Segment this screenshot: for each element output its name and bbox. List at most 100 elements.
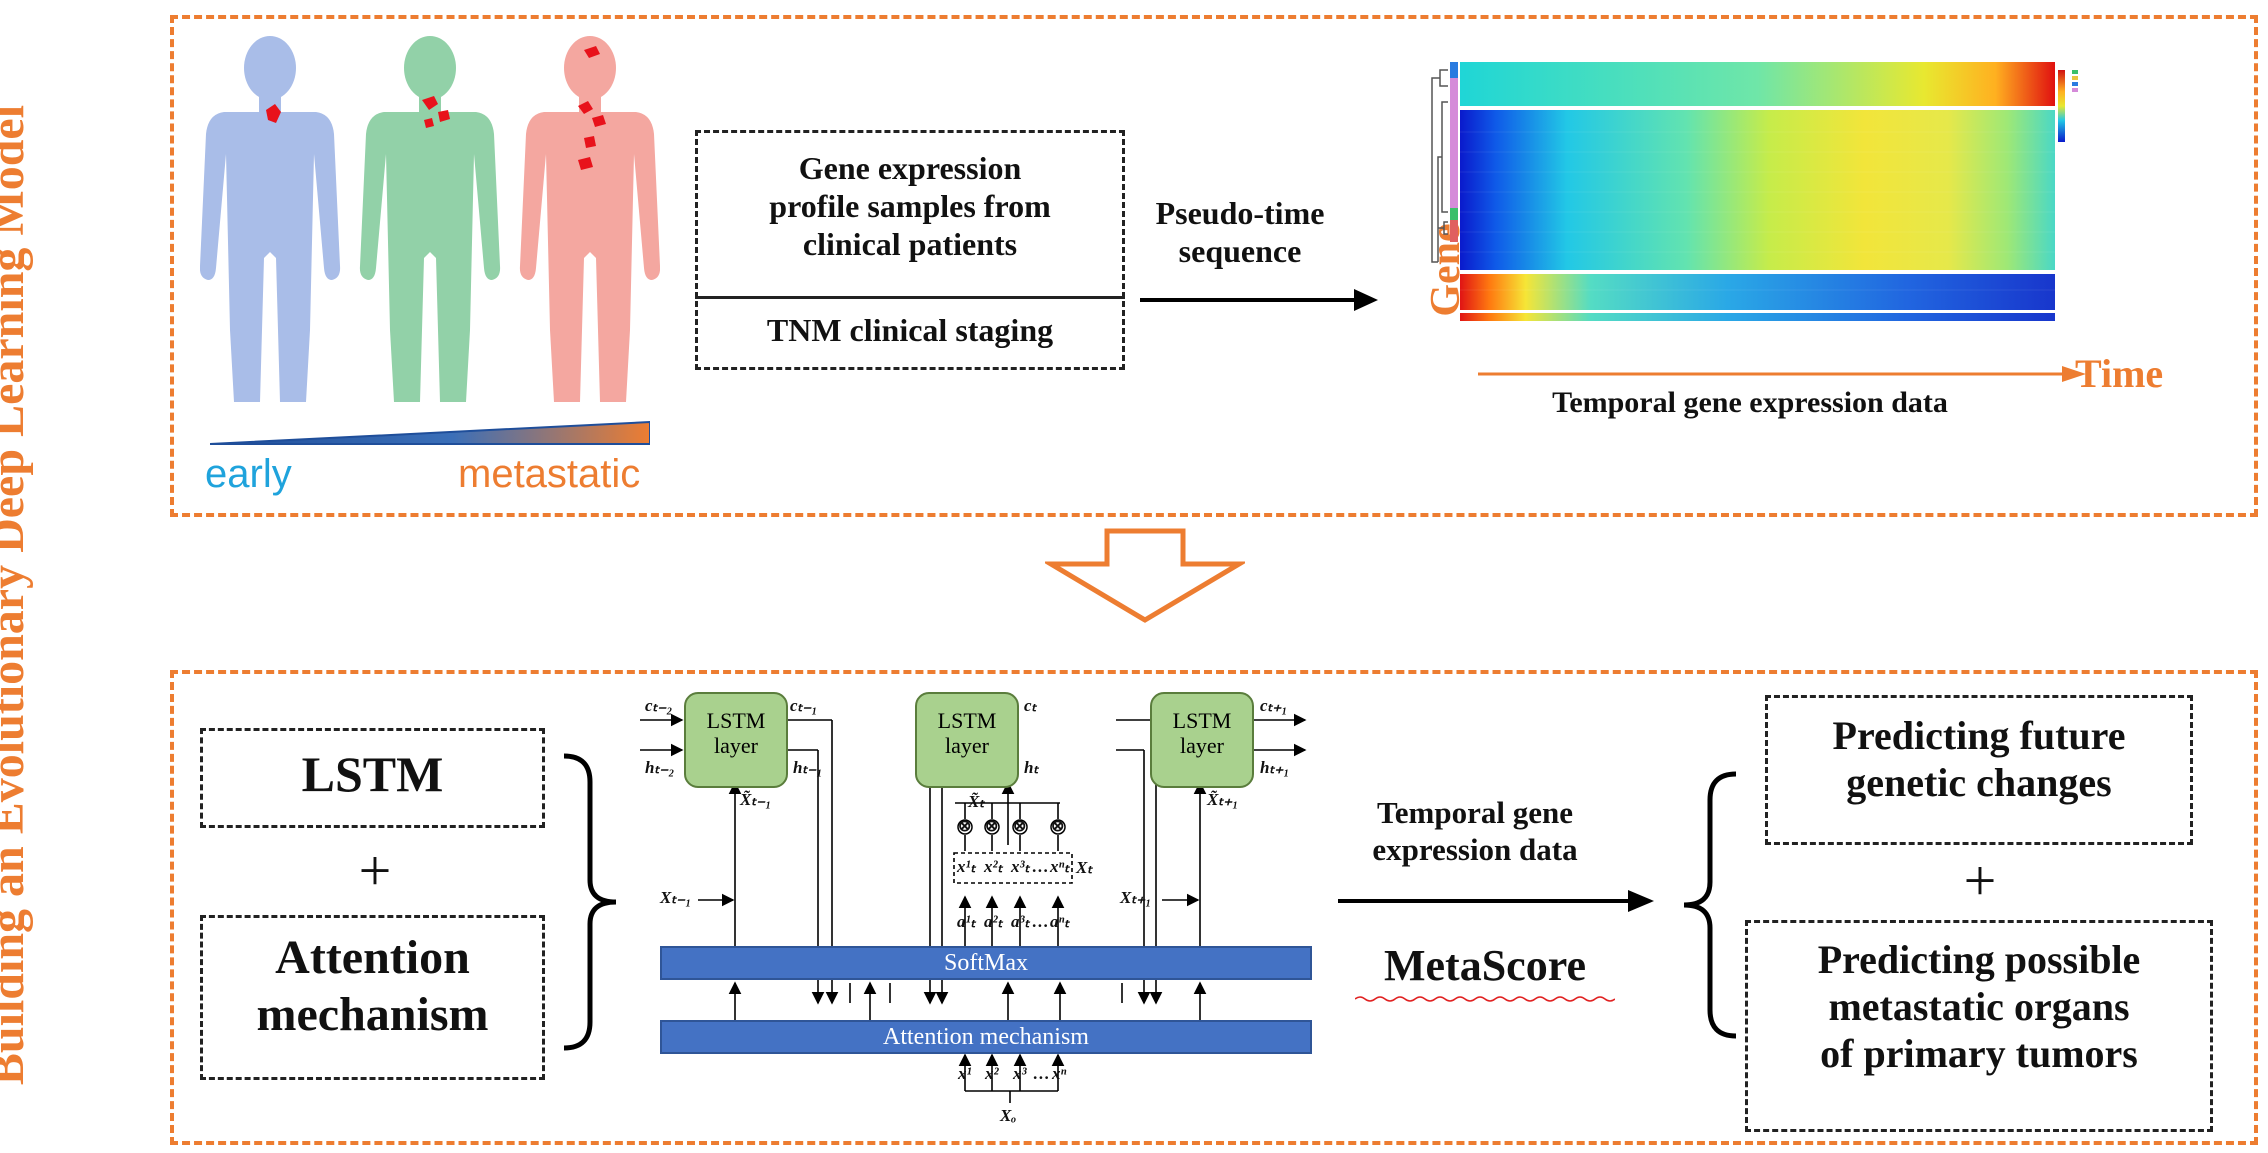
label-h-t-1: hₜ₋₁ <box>793 758 823 777</box>
label-x1-t: x¹ₜ <box>957 857 976 876</box>
pseudo-time-label: Pseudo-time sequence <box>1130 195 1350 271</box>
label-X-t-1: Xₜ₋₁ <box>660 888 692 907</box>
predict-future-line-2: genetic changes <box>1846 760 2112 806</box>
temporal-arrow <box>1338 890 1654 912</box>
label-xtilde-t+1: X̃ₜ₊₁ <box>1207 790 1239 809</box>
heatmap <box>1431 62 2078 321</box>
temporal-label: Temporal gene expression data <box>1330 795 1620 868</box>
sample-box-divider <box>695 296 1125 299</box>
vertical-title: Building an Evolutionary Deep Learning M… <box>0 104 34 1086</box>
plus-sign-left: + <box>358 838 392 903</box>
label-an-t: aⁿₜ <box>1050 912 1070 931</box>
lstm-cell-2-line-1: LSTM <box>937 708 997 733</box>
otimes-3: ⊗ <box>1013 818 1027 835</box>
label-a1-t: a¹ₜ <box>957 912 976 931</box>
tumor-marks <box>266 46 606 170</box>
stage-label-early: early <box>205 452 292 496</box>
pseudo-line-1: Pseudo-time <box>1155 195 1325 231</box>
attention-line-1: Attention <box>275 931 470 984</box>
body-metastatic <box>519 36 660 402</box>
time-arrow <box>1478 366 2086 382</box>
label-c-t: cₜ <box>1024 696 1037 715</box>
body-mid <box>359 36 501 402</box>
predict-future-text: Predicting future genetic changes <box>1765 712 2193 806</box>
label-X-o: Xₒ <box>1000 1106 1017 1125</box>
staging-text: TNM clinical staging <box>766 312 1054 348</box>
lstm-box <box>200 728 545 828</box>
pseudo-line-2: sequence <box>1178 232 1302 269</box>
heatmap-colorbar <box>2058 70 2065 142</box>
label-input-x1: x¹ <box>958 1064 972 1083</box>
heatmap-dendrogram <box>1431 69 1448 263</box>
attention-box-text: Attention mechanism <box>200 930 545 1043</box>
lstm-cell-t-1: LSTM layer <box>684 692 788 788</box>
otimes-1: ⊗ <box>958 818 972 835</box>
progression-wedge <box>210 420 650 445</box>
label-input-xn: xⁿ <box>1052 1064 1067 1083</box>
label-x3-t: x³ₜ <box>1011 857 1030 876</box>
label-a3-t: a³ₜ <box>1011 912 1030 931</box>
label-X-t+1: Xₜ₊₁ <box>1120 888 1152 907</box>
metascore-underline <box>1355 996 1615 1002</box>
sample-line-2: profile samples from <box>769 187 1051 224</box>
attention-bar: Attention mechanism <box>660 1020 1312 1054</box>
top-panel <box>170 15 2258 517</box>
label-X-t: Xₜ <box>1076 858 1093 877</box>
label-c-t-2: cₜ₋₂ <box>645 696 673 715</box>
heatmap-time-label: Time <box>2075 351 2164 396</box>
body-silhouettes <box>200 36 660 402</box>
predict-organs-line-1: Predicting possible <box>1817 937 2141 982</box>
label-dots-a: … <box>1032 912 1049 931</box>
heatmap-annotation-legend <box>2072 70 2078 92</box>
label-c-t+1: cₜ₊₁ <box>1260 696 1288 715</box>
predict-future-box <box>1765 695 2193 845</box>
stage-label-metastatic: metastatic <box>458 452 641 496</box>
body-early <box>200 36 341 402</box>
predict-organs-text: Predicting possible metastatic organs of… <box>1745 936 2213 1078</box>
down-arrow <box>1045 528 1245 623</box>
label-input-dots: … <box>1033 1064 1050 1083</box>
lstm-cell-1-line-1: LSTM <box>706 708 766 733</box>
softmax-bar: SoftMax <box>660 946 1312 980</box>
temporal-line-2: expression data <box>1372 831 1578 867</box>
heatmap-block-1 <box>1460 62 2055 106</box>
predict-organs-line-2: metastatic organs <box>1828 984 2130 1030</box>
left-brace <box>1683 771 1737 1039</box>
sample-box <box>695 130 1125 370</box>
predict-future-line-1: Predicting future <box>1832 713 2126 758</box>
label-xtilde-t-1: X̃ₜ₋₁ <box>740 790 772 809</box>
label-h-t+1: hₜ₊₁ <box>1260 758 1290 777</box>
label-input-x3: x³ <box>1013 1064 1027 1083</box>
lstm-cell-2-line-2: layer <box>945 733 989 759</box>
lstm-cell-3-line-2: layer <box>1180 733 1224 759</box>
heatmap-block-3 <box>1460 274 2055 310</box>
label-h-t: hₜ <box>1024 758 1039 777</box>
lstm-box-text: LSTM <box>301 746 444 802</box>
label-h-t-2: hₜ₋₂ <box>645 758 675 777</box>
sample-line-1: Gene expression <box>798 150 1022 186</box>
pseudo-time-arrow <box>1140 289 1378 311</box>
lstm-cell-1-line-2: layer <box>714 733 758 759</box>
metascore-label: MetaScore <box>1384 941 1586 990</box>
otimes-4: ⊗ <box>1051 818 1065 835</box>
predict-organs-line-3: of primary tumors <box>1820 1031 2138 1077</box>
attention-line-2: mechanism <box>256 987 489 1041</box>
label-xn-t: xⁿₜ <box>1050 857 1070 876</box>
predict-organs-box <box>1745 920 2213 1132</box>
sample-box-text: Gene expression profile samples from cli… <box>695 150 1125 263</box>
label-x2-t: x²ₜ <box>984 857 1003 876</box>
temporal-line-1: Temporal gene <box>1376 795 1574 830</box>
lstm-cell-t+1: LSTM layer <box>1150 692 1254 788</box>
lstm-cell-t: LSTM layer <box>915 692 1019 788</box>
heatmap-caption: Temporal gene expression data <box>1552 386 1948 419</box>
lstm-cell-3-line-1: LSTM <box>1172 708 1232 733</box>
sample-line-3: clinical patients <box>802 225 1018 262</box>
plus-sign-right: + <box>1963 848 1997 913</box>
right-brace <box>563 753 617 1051</box>
label-a2-t: a²ₜ <box>984 912 1003 931</box>
attention-box <box>200 915 545 1080</box>
label-dots-xt: … <box>1032 857 1049 876</box>
otimes-2: ⊗ <box>985 818 999 835</box>
bottom-panel <box>170 670 2258 1145</box>
